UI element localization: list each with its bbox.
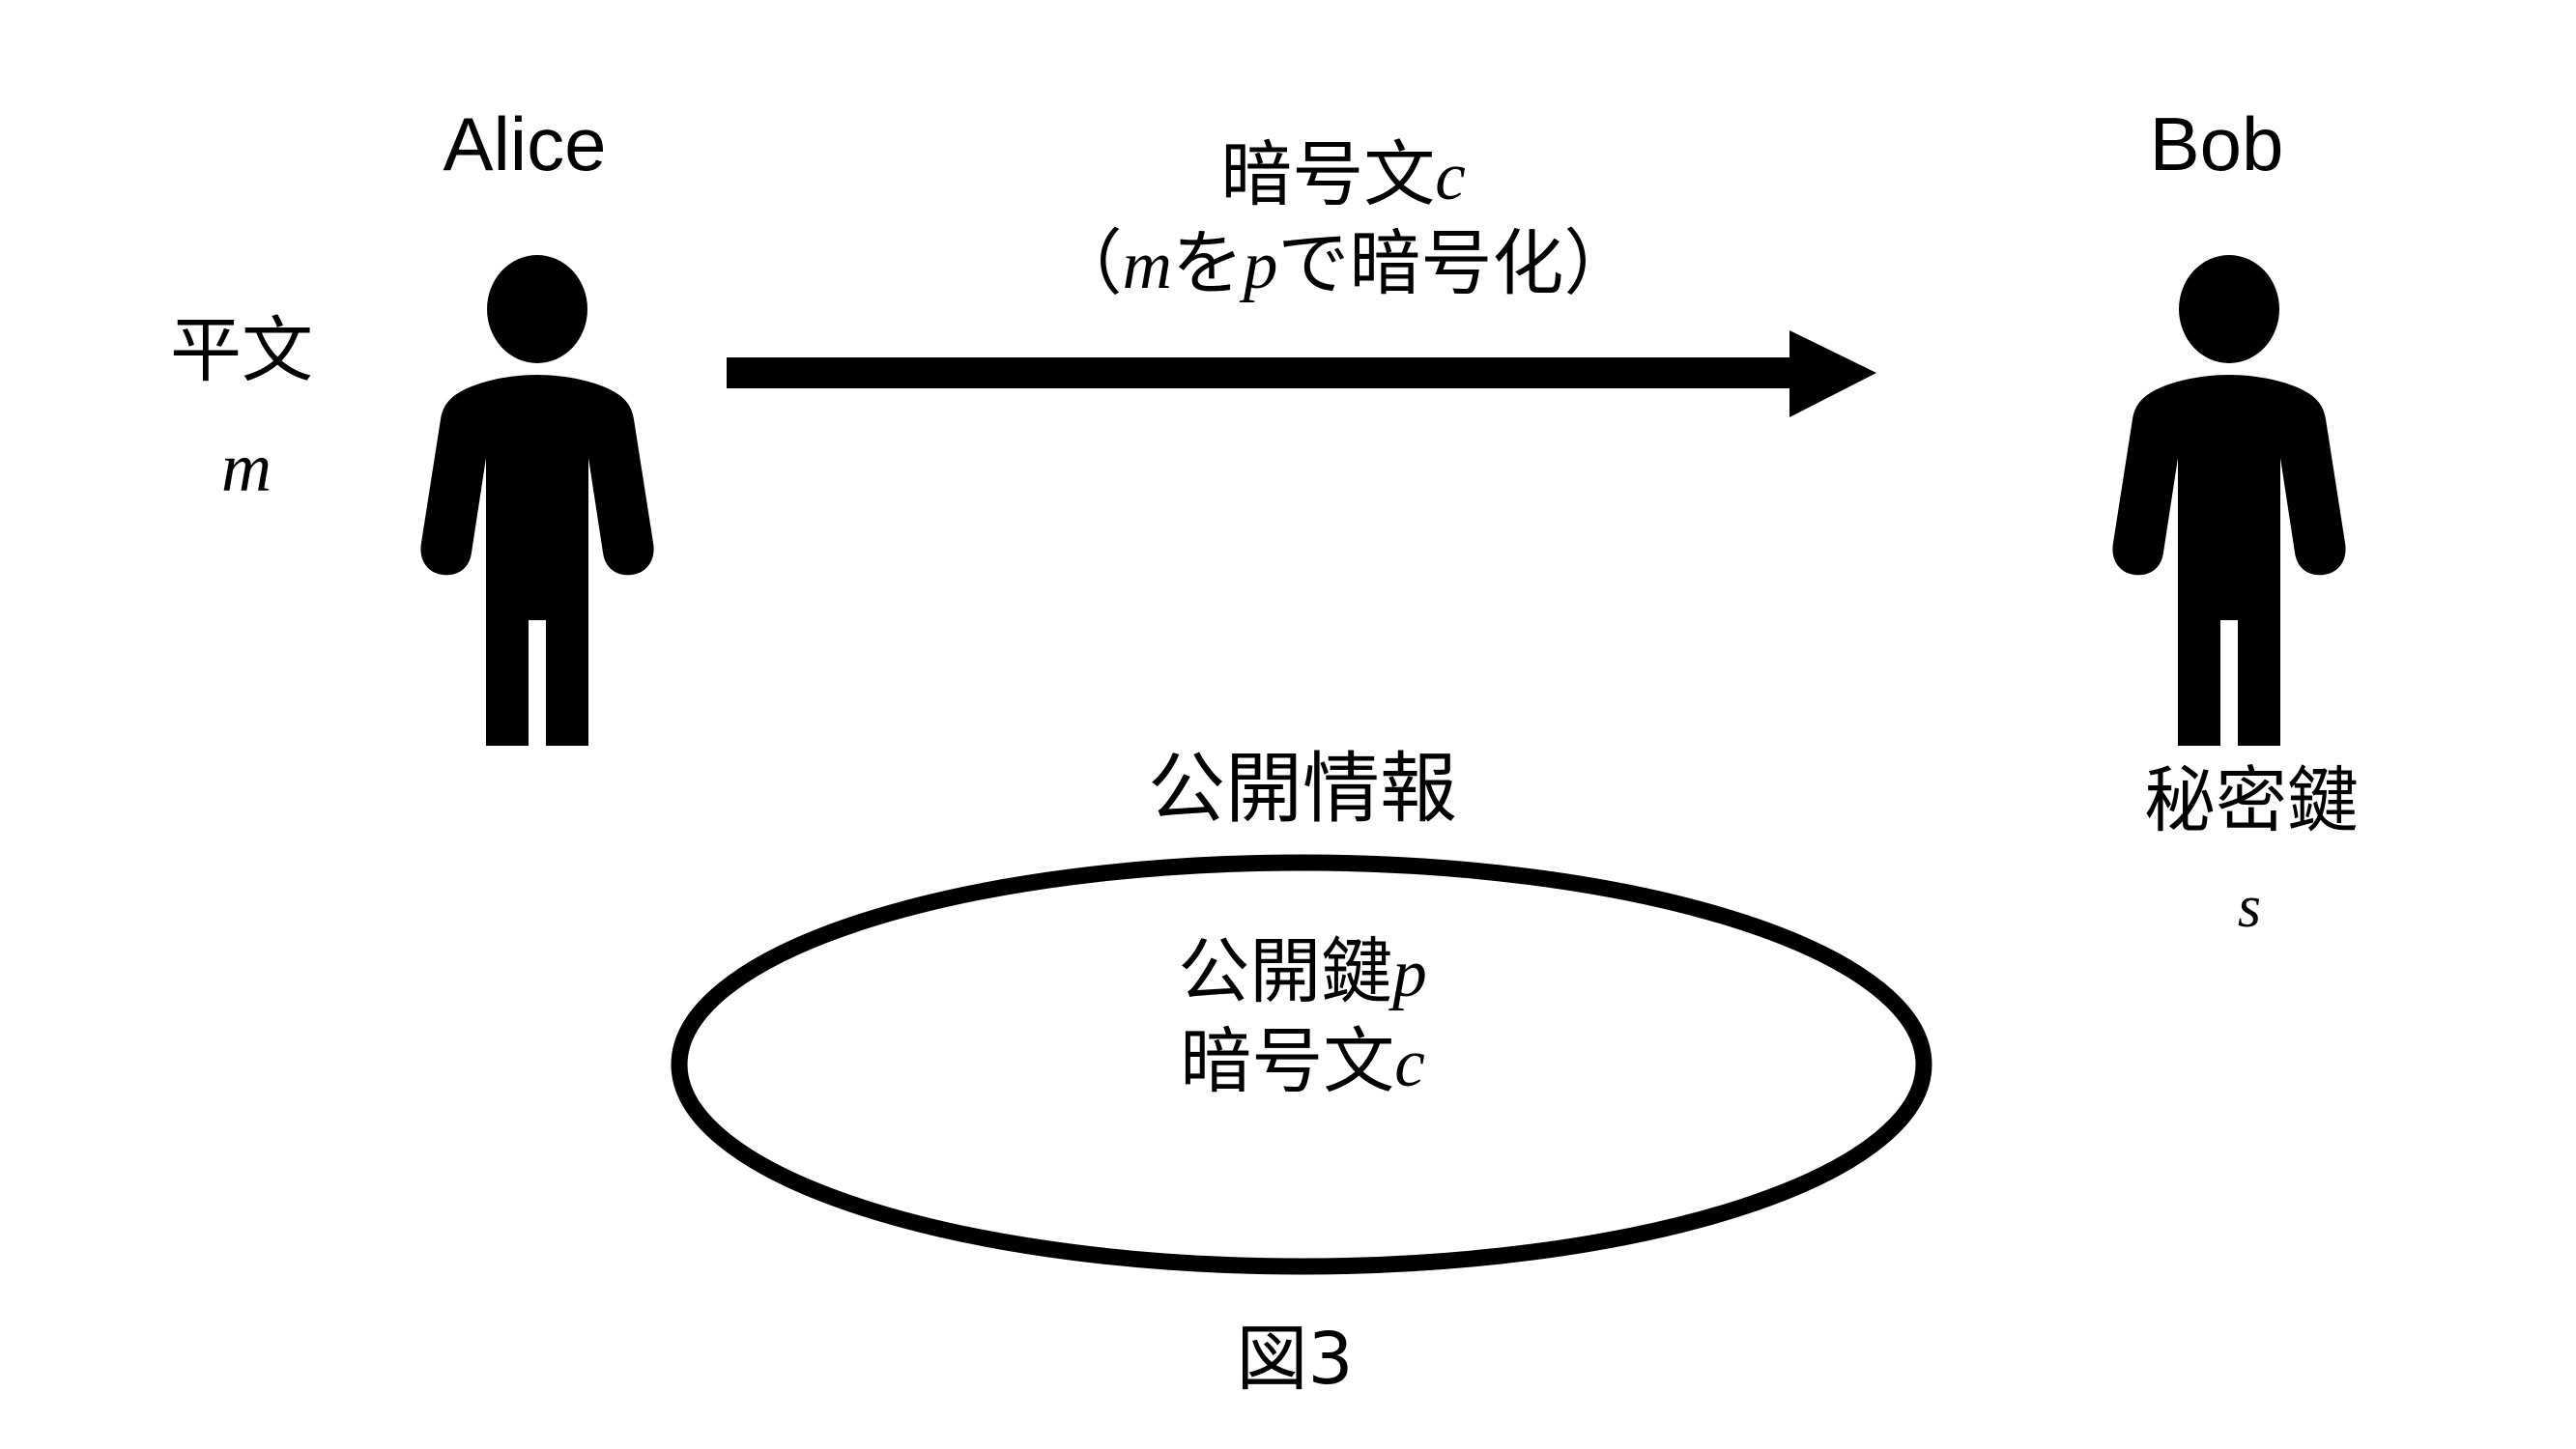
transmission-right-arrow-icon [727, 330, 1876, 417]
alice-person-icon [411, 253, 664, 746]
plaintext-var-ref: m [1122, 228, 1172, 303]
public-info-heading: 公開情報 [1148, 744, 1457, 834]
public-info-ellipse-outline-icon [671, 854, 1932, 1275]
secret-key-symbol: s [2237, 874, 2262, 940]
paren-open: （ [1050, 222, 1123, 305]
bob-name-label: Bob [2149, 101, 2284, 186]
particle-wo: を [1171, 222, 1244, 305]
public-key-text: 公開鍵 [1178, 930, 1393, 1013]
plaintext-label: 平文 [170, 309, 313, 392]
ciphertext-text: 暗号文 [1180, 1020, 1395, 1103]
ciphertext-arrow-label-line1-text: 暗号文 [1220, 133, 1436, 216]
ciphertext-symbol: c [1394, 1026, 1425, 1101]
secret-key-label: 秘密鍵 [2144, 759, 2359, 842]
ciphertext-arrow-label-line2: （mをpで暗号化） [812, 224, 1875, 305]
plaintext-symbol: m [221, 429, 272, 506]
public-info-item-1: 暗号文c [935, 1022, 1670, 1103]
figure-caption: 図3 [1236, 1318, 1354, 1401]
ciphertext-arrow-label-line1-symbol: c [1435, 139, 1466, 214]
paren-close: ） [1563, 222, 1636, 305]
public-info-item-0: 公開鍵p [935, 932, 1670, 1013]
bob-person-icon [2103, 253, 2356, 746]
publickey-var-ref: p [1243, 228, 1278, 303]
encrypt-verb: で暗号化 [1277, 222, 1564, 305]
public-key-symbol: p [1392, 936, 1427, 1011]
alice-name-label: Alice [443, 101, 607, 186]
ciphertext-arrow-label-line1: 暗号文c [908, 135, 1778, 216]
